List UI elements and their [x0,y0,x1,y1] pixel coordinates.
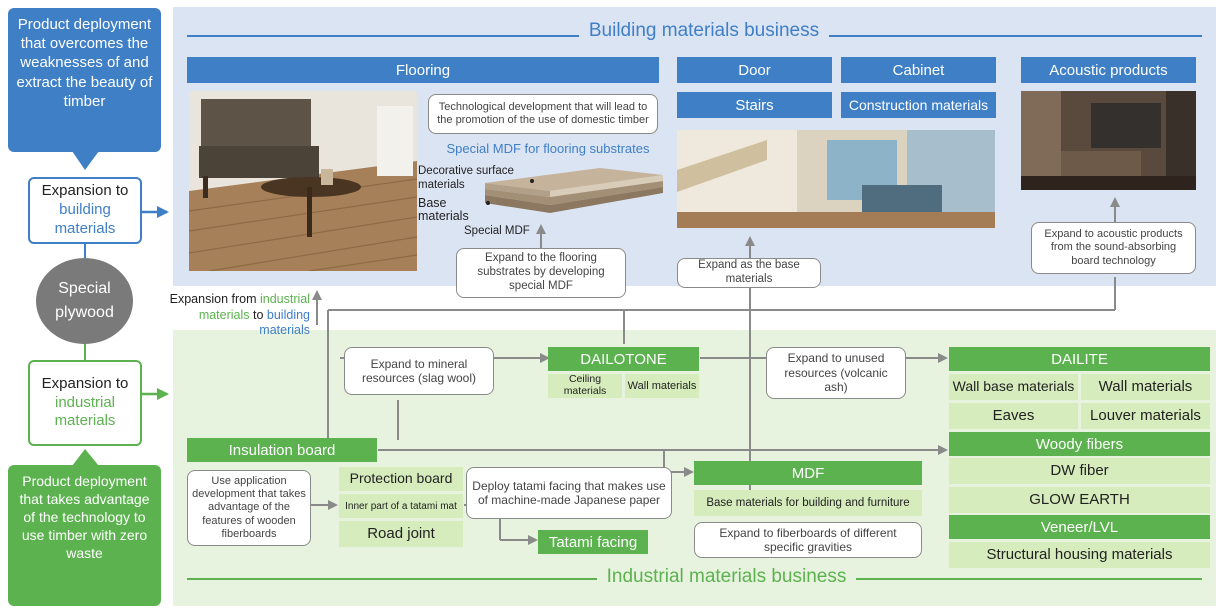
wall-materials-dailotone: Wall materials [625,374,699,398]
expansion-industrial-box: Expansion to industrial materials [28,360,142,446]
expansion-building-box: Expansion to building materials [28,177,142,244]
note-base-materials: Expand as the base materials [677,258,821,288]
building-title-wrap: Building materials business [0,20,1223,42]
layer-decorative-label: Decorative surface materials [418,165,514,192]
circle-line1: Special [58,280,111,297]
insulation-board-header: Insulation board [187,438,377,462]
tatami-facing: Tatami facing [538,530,648,554]
expansion-label: Expansion from industrial materials to b… [160,292,310,339]
structural-housing: Structural housing materials [949,542,1210,568]
dw-fiber: DW fiber [949,458,1210,484]
tatami-inner: Inner part of a tatami mat [339,494,463,518]
eaves: Eaves [949,403,1078,429]
dailotone-header: DAILOTONE [548,347,699,371]
protection-board: Protection board [339,467,463,491]
acoustic-photo-image [1021,91,1196,190]
veneer-header: Veneer/LVL [949,515,1210,539]
road-joint: Road joint [339,521,463,547]
layer-base-label: Base materials [418,196,469,224]
exp-label-p5: building materials [259,307,310,338]
glow-earth: GLOW EARTH [949,487,1210,513]
note-unused-resources: Expand to unused resources (volcanic ash… [766,347,906,399]
exp-label-p3: materials [198,307,250,322]
door-photo-image [677,130,995,228]
flooring-header: Flooring [187,57,659,83]
construction-header: Construction materials [841,92,996,118]
tech-note: Technological development that will lead… [428,94,658,134]
mdf-board-svg [485,168,663,213]
door-header: Door [677,57,832,83]
exp-label-p4: to [249,307,267,322]
exp-industrial-line1: Expansion to [41,374,129,392]
mdf-header: MDF [694,461,922,485]
wall-materials-dailite: Wall materials [1081,374,1210,400]
woody-fibers-header: Woody fibers [949,432,1210,456]
acoustic-photo [1021,91,1196,190]
green-callout: Product deployment that takes advantage … [8,465,161,606]
wall-base-materials: Wall base materials [949,374,1078,400]
note-flooring-substrates: Expand to the flooring substrates by dev… [456,248,626,298]
louver-materials: Louver materials [1081,403,1210,429]
note-tatami: Deploy tatami facing that makes use of m… [466,467,672,519]
note-application: Use application development that takes a… [187,470,311,546]
exp-building-line3: materials [54,219,116,237]
exp-label-p2: industrial [259,292,310,306]
layer-mdf-label: Special MDF [464,225,530,237]
exp-building-line1: Expansion to [41,182,129,200]
cabinet-header: Cabinet [841,57,996,83]
note-fiberboards: Expand to fiberboards of different speci… [694,522,922,558]
exp-industrial-line2: industrial [54,393,116,411]
building-title: Building materials business [578,20,830,42]
flooring-photo [189,91,417,271]
industrial-title-wrap: Industrial materials business [0,566,1223,588]
note-acoustic: Expand to acoustic products from the sou… [1031,222,1196,274]
exp-label-p1: Expansion from [169,292,260,306]
mdf-title: Special MDF for flooring substrates [446,141,650,156]
door-photo [677,130,995,228]
industrial-title: Industrial materials business [596,566,857,588]
blue-callout: Product deployment that overcomes the we… [8,8,161,152]
exp-building-line2: building [59,201,111,219]
flooring-photo-image [189,91,417,271]
note-mineral: Expand to mineral resources (slag wool) [344,347,494,395]
dailite-header: DAILITE [949,347,1210,371]
stairs-header: Stairs [677,92,832,118]
acoustic-header: Acoustic products [1021,57,1196,83]
circle-line2: plywood [55,304,114,321]
ceiling-materials: Ceiling materials [548,374,622,398]
mdf-base-materials: Base materials for building and furnitur… [694,490,922,516]
special-plywood-circle: Special plywood [36,258,133,344]
mdf-board-diagram [480,163,665,225]
exp-industrial-line3: materials [54,412,116,430]
